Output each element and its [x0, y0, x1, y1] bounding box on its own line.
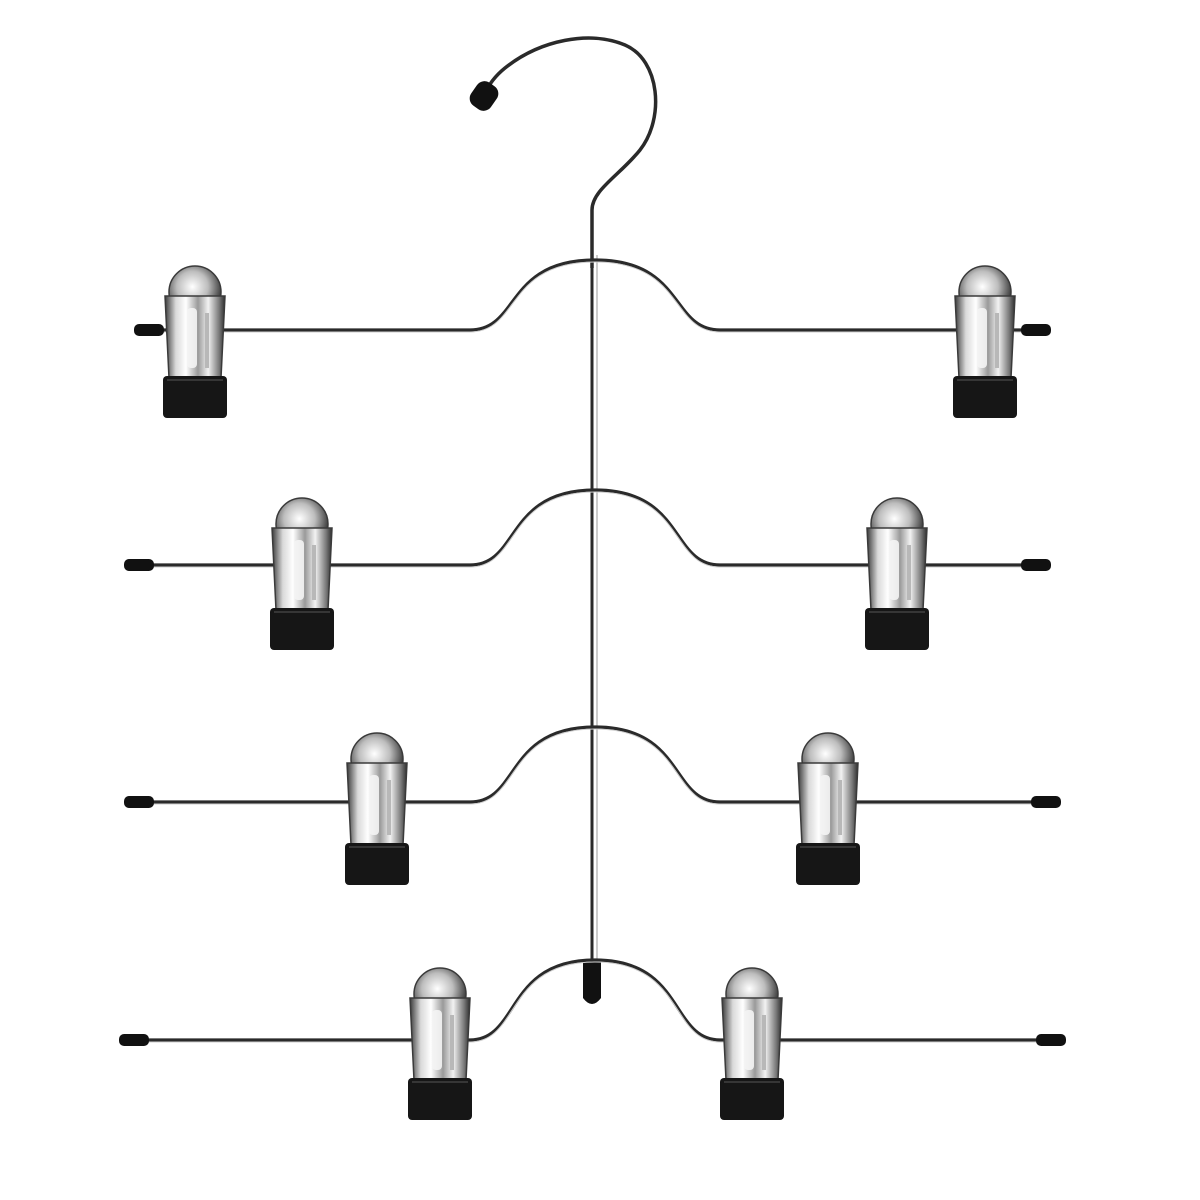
wire-end-tip-right: [1031, 796, 1061, 808]
tier-wire: [140, 258, 1045, 332]
clip-right: [796, 732, 860, 885]
tier-4: [119, 958, 1066, 1120]
tier-wire: [125, 958, 1060, 1042]
clip-left: [345, 732, 409, 885]
wire-end-tip-left: [119, 1034, 149, 1046]
tier-2: [124, 488, 1051, 650]
clip-left: [408, 967, 472, 1120]
rod-end-cap: [583, 962, 601, 1004]
tier-3: [124, 725, 1061, 885]
clip-left: [270, 497, 334, 650]
wire-end-tip-left: [134, 324, 164, 336]
wire-end-tip-left: [124, 559, 154, 571]
clip-left: [163, 265, 227, 418]
tier-wire: [130, 488, 1045, 567]
wire-end-tip-left: [124, 796, 154, 808]
tier-1: [134, 258, 1051, 418]
clip-right: [865, 497, 929, 650]
wire-end-tip-right: [1036, 1034, 1066, 1046]
hanger-tiers: [119, 258, 1066, 1120]
wire-end-tip-right: [1021, 324, 1051, 336]
tier-wire: [130, 725, 1055, 804]
hook-tip-cap: [469, 81, 499, 111]
clip-right: [953, 265, 1017, 418]
wire-end-tip-right: [1021, 559, 1051, 571]
hook: [469, 36, 658, 268]
clip-right: [720, 967, 784, 1120]
